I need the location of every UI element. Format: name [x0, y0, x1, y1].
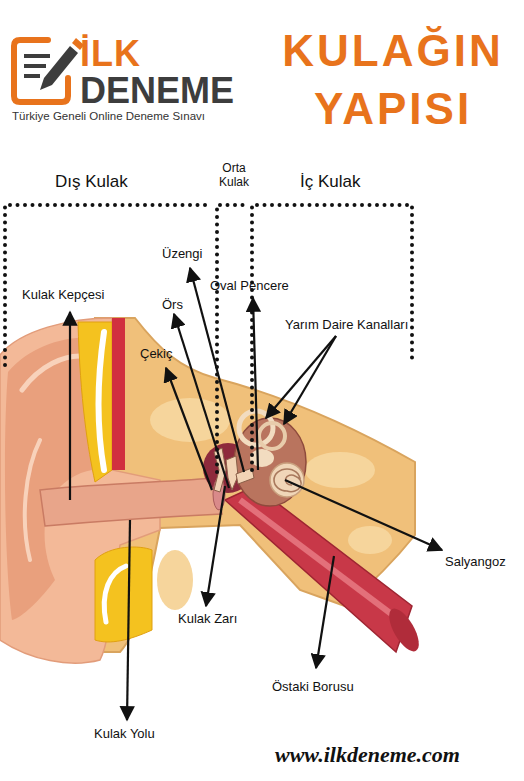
part-name: Çekiç	[140, 347, 173, 362]
part-name: Örs	[162, 298, 183, 313]
part-name: Kulak Zarı	[178, 612, 237, 627]
vestibule	[250, 449, 274, 467]
eustachian-tube-highlight	[240, 500, 402, 622]
logo-word: DENEME	[80, 70, 234, 111]
pinna-highlight	[22, 356, 82, 390]
part-name: Yarım Daire Kanalları	[285, 318, 408, 333]
fat-tissue	[78, 322, 112, 482]
cartilage	[99, 332, 104, 470]
part-name: Salyangoz	[445, 555, 506, 570]
logo-tagline: Türkiye Geneli Online Deneme Sınavı	[12, 110, 205, 123]
part-name: Üzengi	[162, 247, 202, 262]
part-name: Oval Pencere	[210, 279, 289, 294]
part-name: Kulak Kepçesi	[22, 288, 104, 303]
semicircular-canal	[259, 423, 285, 449]
bone-texture	[348, 526, 392, 554]
page-title: KULAĞIN YAPISI	[262, 22, 524, 138]
website: www.ilkdeneme.com	[275, 742, 460, 767]
eustachian-tube	[225, 486, 412, 652]
pinna-highlight	[25, 440, 40, 560]
section-bracket	[5, 205, 412, 472]
pinna-fold	[5, 338, 92, 620]
eustachian-tube-end	[383, 604, 424, 656]
section-heading: Orta Kulak	[212, 162, 256, 190]
inner-ear-cavity	[234, 418, 306, 506]
bone-texture	[157, 550, 193, 610]
leader-arrow	[70, 268, 442, 720]
logo-word: İLK	[80, 33, 141, 74]
bone-texture	[305, 452, 375, 488]
section-heading: İç Kulak	[300, 172, 360, 192]
section-heading: Dış Kulak	[55, 172, 128, 192]
part-name: Östaki Borusu	[272, 680, 354, 695]
fat-tissue	[95, 547, 152, 642]
muscle	[112, 318, 125, 470]
part-name: Kulak Yolu	[94, 727, 155, 742]
cartilage	[104, 566, 126, 622]
ear-canal	[40, 478, 222, 526]
logo-icon	[14, 38, 84, 102]
